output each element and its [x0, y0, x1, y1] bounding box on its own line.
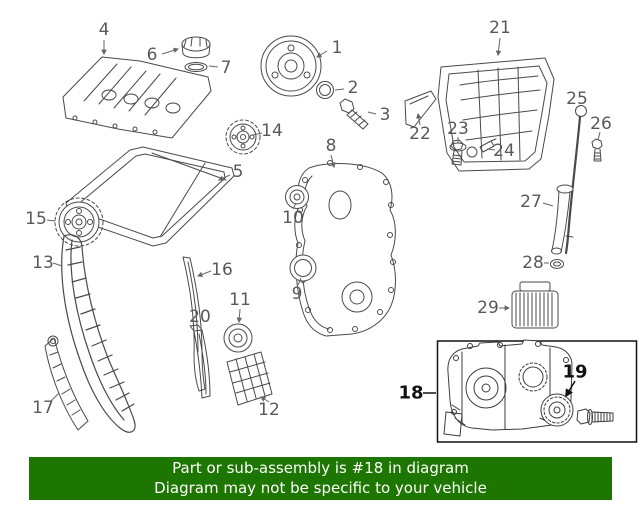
tensioner-arm-drawing: [44, 335, 89, 431]
chain-guide-20-drawing: [189, 324, 211, 399]
oil-pan-drawing: [437, 57, 555, 172]
oil-filter-drawing: [511, 281, 559, 329]
highlight-leader-lines: [423, 380, 576, 398]
seal-10-drawing: [285, 185, 309, 209]
valve-cover-gasket-drawing: [65, 146, 235, 247]
baffle-plate-drawing: [226, 351, 273, 406]
bottom-banner: Part or sub-assembly is #18 in diagram D…: [29, 457, 612, 500]
crank-pulley-drawing: [260, 35, 322, 97]
valve-cover-drawing: [62, 56, 212, 139]
washer-24-drawing: [479, 138, 497, 153]
chain-guide-16-drawing: [182, 256, 206, 392]
seal-11-drawing: [223, 323, 253, 353]
o-ring-28-drawing: [550, 259, 564, 269]
banner-line-2: Diagram may not be specific to your vehi…: [154, 478, 487, 497]
seal-ring-2-drawing: [316, 81, 334, 99]
banner-line-1: Part or sub-assembly is #18 in diagram: [172, 459, 469, 477]
cam-sprocket-drawing: [225, 119, 261, 155]
bolt-19-drawing: [576, 408, 614, 425]
cap-seal-drawing: [184, 62, 208, 72]
timing-cover-drawing: [294, 160, 396, 337]
vvt-sprocket-drawing: [54, 197, 104, 247]
gasket-22-drawing: [404, 90, 437, 128]
dipstick-tube-27-drawing: [551, 184, 574, 255]
bolt-3-drawing: [339, 98, 369, 130]
timing-chain-drawing: [61, 234, 136, 433]
oil-cap-drawing: [181, 36, 211, 59]
seal-9-drawing: [289, 254, 317, 282]
pulley-19-drawing: [540, 393, 574, 427]
dipstick-drawing: [564, 105, 587, 255]
bolt-26-drawing: [591, 138, 603, 162]
drain-bolt-drawing: [449, 139, 467, 166]
leader-lines: [46, 37, 601, 403]
